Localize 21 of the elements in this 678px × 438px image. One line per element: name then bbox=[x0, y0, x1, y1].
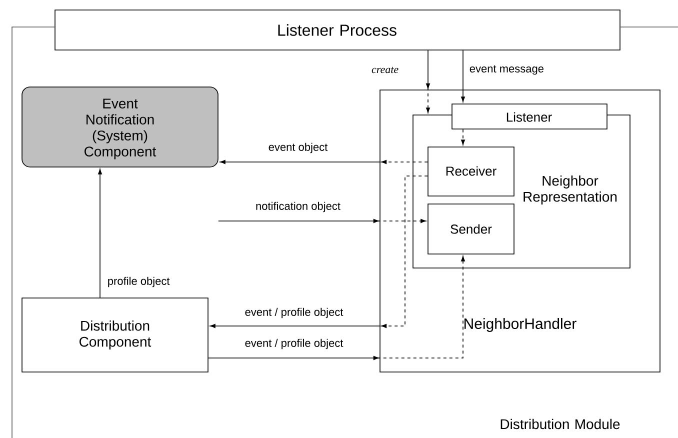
component-box: Distribution Component bbox=[22, 298, 208, 372]
listener-box: Listener bbox=[452, 104, 608, 130]
arrow bbox=[218, 218, 426, 223]
process-box: Listener Process bbox=[54, 10, 620, 50]
edge-label: event object bbox=[267, 142, 329, 154]
arrow bbox=[426, 50, 430, 114]
edge-label: profile object bbox=[106, 276, 171, 288]
arrow bbox=[220, 160, 428, 164]
receiver-box: Receiver bbox=[428, 146, 514, 196]
arrow bbox=[210, 176, 428, 328]
arrow bbox=[461, 50, 465, 102]
edge-label: notification object bbox=[254, 200, 342, 214]
arrow bbox=[98, 168, 102, 298]
component-box: Event Notification (System) Component bbox=[22, 86, 218, 168]
edge-label: event / profile object bbox=[244, 306, 344, 320]
sender-box: Sender bbox=[428, 204, 514, 254]
arrow bbox=[208, 256, 465, 360]
edge-label: event message bbox=[468, 64, 545, 76]
edge-label: event / profile object bbox=[244, 338, 344, 350]
arrow bbox=[461, 129, 465, 146]
edge-label: create bbox=[370, 66, 400, 74]
